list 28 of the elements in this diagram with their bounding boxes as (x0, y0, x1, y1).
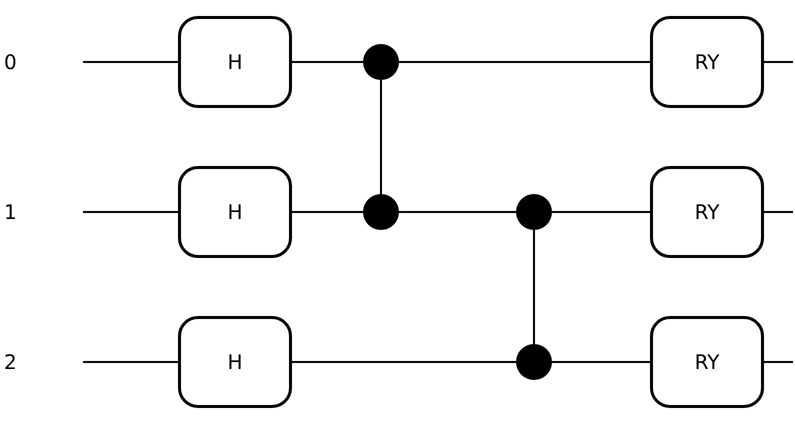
qubit-index: 0 (4, 50, 17, 74)
qubit-index: 1 (4, 200, 17, 224)
gate-box: RY (650, 316, 764, 408)
wire (292, 211, 363, 213)
control-dot (363, 194, 399, 230)
wire (399, 61, 650, 63)
wire (764, 361, 793, 363)
wire (764, 211, 793, 213)
qubit-index: 2 (4, 350, 17, 374)
wire (292, 361, 516, 363)
gate-box: RY (650, 166, 764, 258)
wire (83, 361, 178, 363)
wire (83, 211, 178, 213)
control-dot (516, 194, 552, 230)
wire (380, 80, 382, 194)
gate-box: H (178, 316, 292, 408)
wire (399, 211, 516, 213)
control-dot (363, 44, 399, 80)
wire (552, 361, 650, 363)
control-dot (516, 344, 552, 380)
gate-box: RY (650, 16, 764, 108)
gate-box: H (178, 16, 292, 108)
wire (552, 211, 650, 213)
gate-box: H (178, 166, 292, 258)
wire (83, 61, 178, 63)
wire (764, 61, 793, 63)
wire (533, 230, 535, 344)
wire (292, 61, 363, 63)
